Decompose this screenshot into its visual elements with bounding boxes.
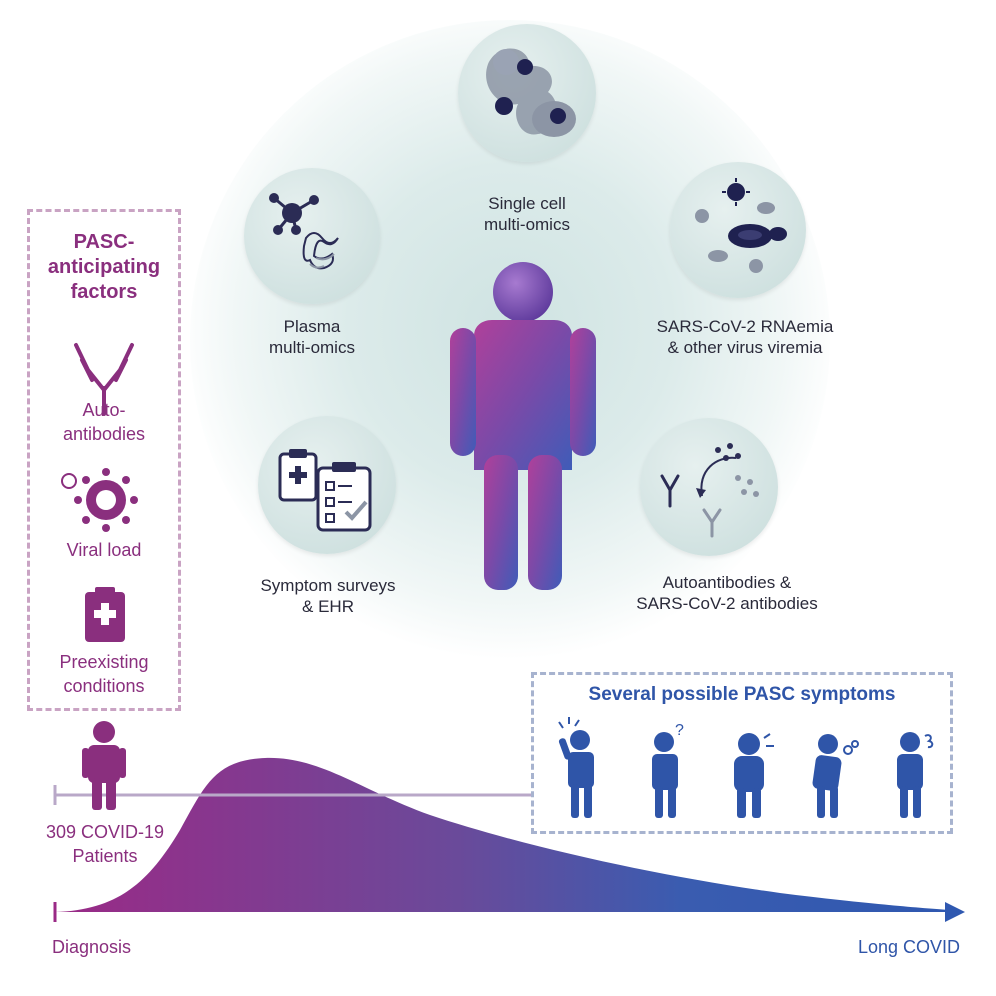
clipboard-survey-icon	[278, 449, 372, 532]
symptoms-title: Several possible PASC symptoms	[588, 684, 896, 705]
viral-load-label: Viral load	[66, 540, 142, 560]
symptom-stomach-ache-icon	[734, 733, 774, 818]
single-cell-bubble	[458, 24, 596, 162]
single-cell-label: Single cell multi-omics	[484, 194, 570, 234]
svg-text:?: ?	[675, 722, 684, 739]
clipboard-icon	[85, 587, 125, 642]
central-person-figure	[450, 262, 596, 590]
patients-label: 309 COVID-19 Patients	[45, 822, 165, 866]
plasma-bubble	[244, 168, 380, 304]
rnaemia-label: SARS-CoV-2 RNAemia & other virus viremia	[656, 317, 834, 357]
autoantibodies-label: Auto- antibodies	[62, 400, 146, 444]
factors-title: PASC- anticipating factors	[47, 231, 161, 303]
symptom-cough-icon	[812, 734, 859, 818]
surveys-label: Symptom surveys & EHR	[260, 576, 396, 616]
patient-person-icon	[82, 721, 126, 810]
rnaemia-bubble	[670, 162, 806, 298]
symptom-headache-icon	[558, 717, 594, 818]
virus-icon	[61, 468, 138, 532]
antibody-icon	[74, 343, 134, 416]
symptom-confusion-icon: ?	[652, 722, 684, 818]
antibody-binding-icon	[660, 443, 759, 538]
pasc-factors-box	[27, 209, 181, 711]
long-covid-label: Long COVID	[857, 937, 960, 957]
surveys-bubble	[258, 416, 396, 554]
cells-icon	[486, 48, 576, 137]
molecule-icon	[269, 193, 339, 270]
diagnosis-label: Diagnosis	[52, 937, 132, 957]
antibodies-bubble	[640, 418, 778, 556]
preexisting-label: Preexisting conditions	[59, 652, 149, 696]
axis-arrow	[945, 902, 965, 922]
symptom-breathlessness-icon	[897, 732, 934, 818]
pasc-symptoms-box	[531, 672, 953, 834]
antibodies-label: Autoantibodies & SARS-CoV-2 antibodies	[636, 573, 818, 613]
plasma-label: Plasma multi-omics	[269, 317, 355, 357]
virus-blood-icon	[695, 178, 787, 273]
